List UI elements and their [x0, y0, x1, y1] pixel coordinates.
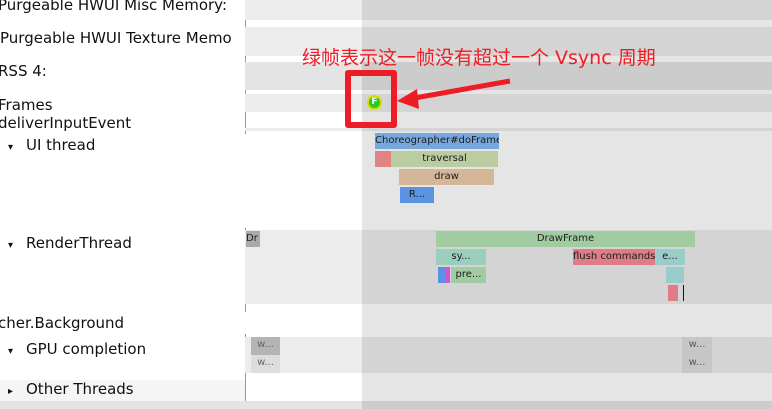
- process-header[interactable]: [0, 401, 772, 409]
- track-render-thread[interactable]: ▾ RenderThread: [0, 234, 245, 252]
- slice-r[interactable]: R...: [400, 187, 434, 203]
- frame-marker-icon[interactable]: F: [367, 95, 382, 110]
- track-label: GPU completion: [26, 340, 147, 358]
- slice-small[interactable]: [446, 267, 450, 283]
- expand-icon[interactable]: ▾: [8, 240, 14, 251]
- slice-e[interactable]: e...: [655, 249, 685, 265]
- slice-small[interactable]: [683, 285, 684, 301]
- track-label-deliver-input: deliverInputEvent: [0, 114, 132, 132]
- slice-gpu-wait[interactable]: w...: [682, 355, 712, 373]
- slice-gpu-wait[interactable]: w...: [251, 355, 280, 373]
- slice-pre[interactable]: pre...: [451, 267, 486, 283]
- slice-input[interactable]: [375, 151, 391, 167]
- track-gpu-completion[interactable]: ▾ GPU completion: [0, 340, 245, 358]
- lane-ui-thread: [245, 134, 772, 228]
- slice-traversal[interactable]: traversal: [391, 151, 498, 167]
- slice-small[interactable]: [438, 267, 446, 283]
- track-ui-thread[interactable]: ▾ UI thread: [0, 136, 245, 154]
- lane-background: [245, 312, 772, 334]
- slice-gpu-wait[interactable]: w...: [251, 337, 280, 355]
- track-label-misc-memory: Purgeable HWUI Misc Memory:: [0, 0, 228, 14]
- track-label-rss: RSS 4:: [0, 62, 47, 80]
- slice-sync[interactable]: sy...: [436, 249, 486, 265]
- expand-icon[interactable]: ▾: [8, 346, 14, 357]
- lane-texture-memory: [245, 27, 772, 56]
- lane-misc-memory: [245, 0, 772, 20]
- track-label-texture-memory: Purgeable HWUI Texture Memo: [0, 29, 232, 47]
- expand-icon[interactable]: ▾: [8, 142, 14, 153]
- track-label: UI thread: [26, 136, 96, 154]
- lane-deliver-input: [245, 128, 772, 131]
- slice-small[interactable]: [666, 267, 684, 283]
- collapse-icon[interactable]: ▸: [8, 386, 14, 397]
- track-label: Other Threads: [26, 380, 134, 398]
- track-other-threads[interactable]: ▸ Other Threads: [0, 380, 245, 402]
- slice-flush-commands[interactable]: flush commands: [573, 249, 655, 265]
- slice-draw[interactable]: draw: [399, 169, 494, 185]
- annotation-box: [345, 70, 397, 128]
- track-label: RenderThread: [26, 234, 132, 252]
- slice-gpu-wait[interactable]: w...: [682, 337, 712, 355]
- slice-small[interactable]: [668, 285, 678, 301]
- annotation-text: 绿帧表示这一帧没有超过一个 Vsync 周期: [302, 47, 656, 69]
- slice-drawframe[interactable]: DrawFrame: [436, 231, 695, 247]
- lane-rss: [245, 62, 772, 90]
- track-label-background: cher.Background: [0, 314, 125, 332]
- slice-choreographer[interactable]: Choreographer#doFrame: [375, 133, 499, 149]
- track-label-frames: Frames: [0, 96, 53, 114]
- slice-dr[interactable]: Dr: [246, 231, 260, 247]
- annotation-arrow-icon: [397, 78, 511, 109]
